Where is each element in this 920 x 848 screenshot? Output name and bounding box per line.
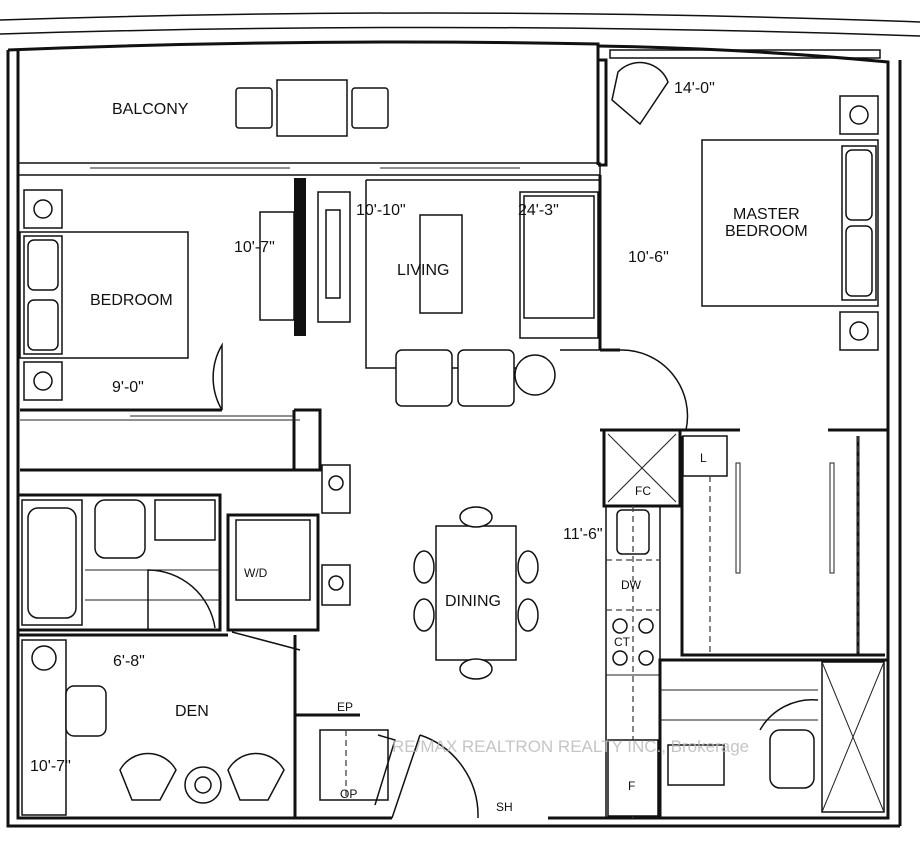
dining — [413, 506, 539, 680]
label-dining: DINING — [445, 593, 501, 610]
kitchen — [602, 428, 728, 819]
dim-kitchen-length: 11'-6" — [563, 526, 603, 543]
balcony-table — [276, 79, 348, 137]
bathroom — [18, 464, 351, 651]
watermark: RE/MAX REALTRON REALTY INC., Brokerage — [392, 737, 749, 756]
label-dw: DW — [621, 578, 642, 592]
ensuite-toilet — [769, 729, 815, 789]
living — [317, 175, 689, 431]
ensuite — [658, 658, 890, 820]
dim-bath-width: 6'-8" — [113, 653, 145, 670]
label-balcony: BALCONY — [112, 101, 189, 118]
label-op: OP — [340, 787, 357, 801]
fridge — [607, 739, 659, 817]
toilet — [94, 499, 146, 559]
balcony-chair — [235, 87, 273, 129]
label-den: DEN — [175, 703, 209, 720]
dim-bedroom-depth: 10'-7" — [234, 239, 275, 256]
label-master-bedroom: MASTER — [733, 206, 800, 223]
dim-master-depth: 10'-6" — [628, 249, 669, 266]
label-ct: CT — [614, 635, 631, 649]
den — [18, 633, 479, 819]
exterior-walls — [0, 12, 920, 828]
living-chair — [395, 349, 453, 407]
label-laundry: L — [700, 451, 707, 465]
sofa — [519, 191, 599, 339]
label-sh: SH — [496, 800, 513, 814]
balcony-chair — [351, 87, 389, 129]
living-chair — [457, 349, 515, 407]
master-bed — [701, 139, 879, 307]
master-bedroom — [600, 61, 888, 432]
label-fridge: F — [628, 779, 635, 793]
label-wd: W/D — [244, 566, 268, 580]
bedroom-bed — [19, 231, 189, 359]
label-ep: EP — [337, 700, 353, 714]
label-living: LIVING — [397, 262, 449, 279]
label-fc: FC — [635, 484, 651, 498]
bedroom — [19, 178, 322, 472]
washer-dryer-closet — [226, 513, 320, 632]
label-bedroom: BEDROOM — [90, 292, 173, 309]
dim-living-width: 10'-10" — [356, 202, 406, 219]
bath-sink — [154, 499, 216, 541]
bathtub — [21, 499, 83, 626]
dim-bedroom-width: 9'-0" — [112, 379, 144, 396]
dim-living-length: 24'-3" — [518, 202, 559, 219]
dim-den-depth: 10'-7" — [30, 758, 71, 775]
balcony — [17, 46, 881, 176]
master-closet — [658, 436, 890, 820]
label-master-bedroom-2: BEDROOM — [725, 223, 808, 240]
dim-master-width: 14'-0" — [674, 80, 715, 97]
